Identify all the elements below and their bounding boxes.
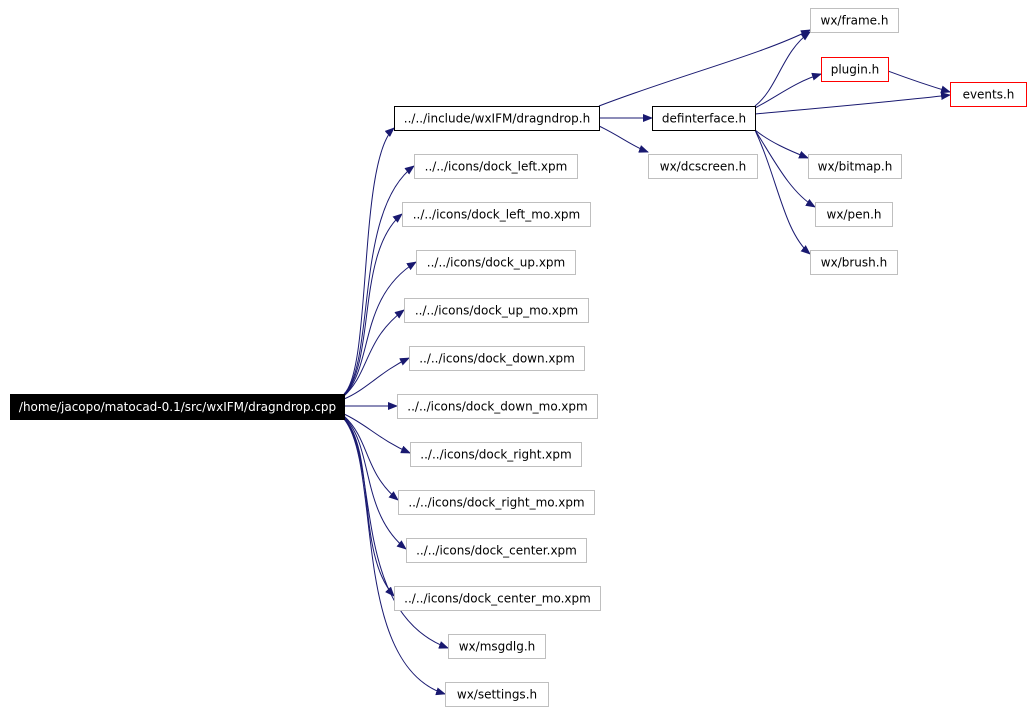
node-label: ../../icons/dock_down_mo.xpm: [407, 400, 587, 414]
node-box: [394, 106, 600, 131]
edge-root-to-dock_right_mo: [343, 415, 399, 501]
node-box: [950, 82, 1027, 107]
node-box: [815, 202, 893, 227]
node-label: ../../icons/dock_right_mo.xpm: [408, 496, 584, 510]
edge-definterface-to-pen: [754, 129, 816, 208]
edge-definterface-to-bitmap: [754, 129, 809, 159]
node-pen[interactable]: wx/pen.h: [815, 202, 893, 227]
node-dock-down-mo[interactable]: ../../icons/dock_down_mo.xpm: [397, 394, 598, 419]
node-dock-right[interactable]: ../../icons/dock_right.xpm: [410, 442, 582, 467]
node-box: [414, 154, 578, 179]
node-box: [445, 682, 549, 707]
node-dock-left[interactable]: ../../icons/dock_left.xpm: [414, 154, 578, 179]
edge-root-to-dock_center: [343, 416, 407, 550]
node-box: [402, 202, 591, 227]
node-box: [448, 634, 546, 659]
node-label: wx/frame.h: [821, 14, 889, 28]
node-label: ../../icons/dock_up.xpm: [427, 256, 565, 270]
node-dock-left-mo[interactable]: ../../icons/dock_left_mo.xpm: [402, 202, 591, 227]
edge-root-to-dock_up_mo: [343, 309, 405, 397]
node-definterface[interactable]: definterface.h: [652, 106, 756, 131]
node-label: ../../icons/dock_left_mo.xpm: [413, 208, 581, 222]
node-dragndrop-h[interactable]: ../../include/wxIFM/dragndrop.h: [394, 106, 600, 131]
node-label: wx/brush.h: [821, 256, 887, 270]
node-box: [397, 394, 598, 419]
node-label: ../../icons/dock_left.xpm: [425, 160, 568, 174]
node-label: ../../icons/dock_right.xpm: [420, 448, 571, 462]
node-bitmap[interactable]: wx/bitmap.h: [808, 154, 902, 179]
edge-root-to-dock_right: [343, 413, 411, 454]
node-label: ../../icons/dock_up_mo.xpm: [415, 304, 578, 318]
node-label: plugin.h: [831, 63, 880, 77]
node-box: [410, 442, 582, 467]
node-dock-right-mo[interactable]: ../../icons/dock_right_mo.xpm: [398, 490, 595, 515]
edge-root-to-settings: [343, 418, 446, 696]
edge-definterface-to-plugin: [754, 72, 822, 109]
edge-root-to-dock_up: [343, 261, 417, 397]
node-msgdlg[interactable]: wx/msgdlg.h: [448, 634, 546, 659]
node-dock-down[interactable]: ../../icons/dock_down.xpm: [409, 346, 585, 371]
node-dock-up[interactable]: ../../icons/dock_up.xpm: [416, 250, 576, 275]
edge-dragndrop_h-to-frame: [598, 29, 811, 107]
edge-dragndrop_h-to-dcscreen: [598, 125, 649, 153]
edge-definterface-to-brush: [754, 129, 811, 255]
node-box: [404, 298, 589, 323]
node-box: [409, 346, 585, 371]
node-frame[interactable]: wx/frame.h: [810, 8, 899, 33]
node-box: [406, 538, 587, 563]
node-root: /home/jacopo/matocad-0.1/src/wxIFM/dragn…: [10, 394, 345, 420]
node-dcscreen[interactable]: wx/dcscreen.h: [648, 154, 758, 179]
node-settings[interactable]: wx/settings.h: [445, 682, 549, 707]
node-label: events.h: [963, 88, 1015, 102]
edge-root-to-dock_left: [343, 165, 415, 396]
node-brush[interactable]: wx/brush.h: [810, 250, 898, 275]
node-box: [821, 57, 889, 82]
node-plugin[interactable]: plugin.h: [821, 57, 889, 82]
node-dock-center-mo[interactable]: ../../icons/dock_center_mo.xpm: [394, 586, 601, 611]
node-label: wx/bitmap.h: [818, 160, 893, 174]
node-label: ../../icons/dock_center_mo.xpm: [404, 592, 591, 606]
node-box: [810, 8, 899, 33]
node-label: wx/settings.h: [457, 688, 537, 702]
node-box: [394, 586, 601, 611]
node-box: [808, 154, 902, 179]
node-box: [652, 106, 756, 131]
edges: [343, 29, 951, 696]
node-label: ../../include/wxIFM/dragndrop.h: [404, 112, 590, 126]
node-box: [398, 490, 595, 515]
edge-definterface-to-events: [754, 92, 951, 115]
node-label: wx/dcscreen.h: [660, 160, 746, 174]
node-label: wx/pen.h: [827, 208, 882, 222]
edge-root-to-dock_left_mo: [343, 213, 403, 396]
node-label: ../../icons/dock_down.xpm: [419, 352, 575, 366]
edge-root-to-msgdlg: [343, 417, 449, 649]
nodes: /home/jacopo/matocad-0.1/src/wxIFM/dragn…: [10, 8, 1027, 707]
edge-definterface-to-frame: [754, 31, 811, 107]
edge-plugin-to-events: [887, 70, 951, 94]
edge-root-to-dock_center_mo: [343, 417, 395, 597]
node-box: [10, 394, 345, 420]
node-dock-up-mo[interactable]: ../../icons/dock_up_mo.xpm: [404, 298, 589, 323]
node-label: ../../icons/dock_center.xpm: [416, 544, 577, 558]
node-box: [648, 154, 758, 179]
node-box: [416, 250, 576, 275]
node-label: definterface.h: [662, 112, 746, 126]
node-box: [810, 250, 898, 275]
node-label: wx/msgdlg.h: [459, 640, 536, 654]
edge-root-to-dock_down: [343, 357, 410, 400]
edge-root-to-dragndrop_h: [343, 127, 395, 395]
node-dock-center[interactable]: ../../icons/dock_center.xpm: [406, 538, 587, 563]
node-label: /home/jacopo/matocad-0.1/src/wxIFM/dragn…: [19, 400, 336, 414]
node-events[interactable]: events.h: [950, 82, 1027, 107]
